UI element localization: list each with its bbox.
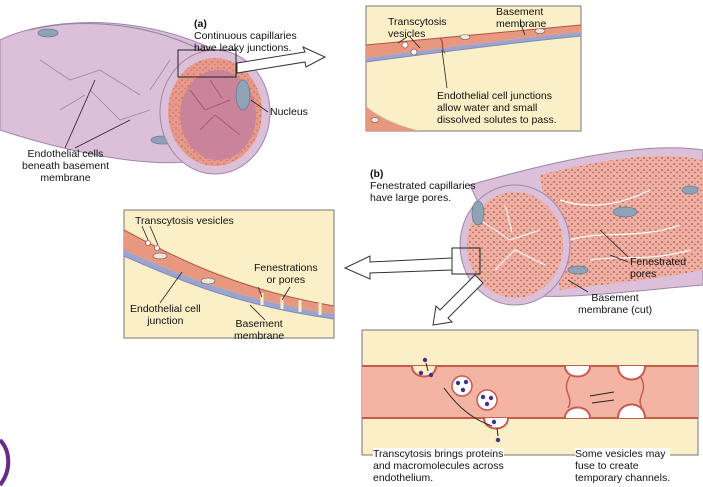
part-b-title: (b) Fenestrated capillaries have large p…: [370, 156, 476, 204]
part-b-letter: (b): [370, 168, 383, 180]
nucleus-shape: [472, 201, 484, 225]
outer-cell-nucleus: [613, 207, 637, 217]
inset-a-transcytosis-label: Transcytosis vesicles: [388, 16, 447, 40]
callout-arrow-b-down: [433, 275, 483, 325]
transcytosis-detail: [362, 330, 698, 455]
inset-a-basement-label: Basement membrane: [496, 6, 546, 30]
vesicle: [452, 376, 472, 396]
part-a-letter: (a): [194, 18, 207, 30]
inset-b-basement-label: Basement membrane: [234, 318, 284, 342]
inset-a-junction-note: Endothelial cell junctions allow water a…: [437, 90, 557, 126]
transcytosis-note: Transcytosis brings proteins and macromo…: [373, 448, 504, 484]
outer-cell-nucleus: [682, 186, 698, 194]
nucleus-label: Nucleus: [270, 106, 308, 118]
basement-membrane-cut-label: Basement membrane (cut): [578, 292, 652, 316]
fenestrated-pores-label: Fenestrated pores: [630, 256, 686, 280]
callout-arrow-b-left: [345, 256, 452, 279]
endothelial-cells-label: Endothelial cells beneath basement membr…: [22, 148, 109, 184]
part-a-title-text: Continuous capillaries have leaky juncti…: [194, 30, 297, 54]
part-b-title-text: Fenestrated capillaries have large pores…: [370, 180, 476, 204]
vesicles-note: Some vesicles may fuse to create tempora…: [575, 448, 670, 484]
inset-b-transcytosis-label: Transcytosis vesicles: [135, 215, 234, 227]
vesicle: [477, 390, 497, 410]
outer-cell-nucleus: [568, 266, 588, 274]
nucleus-shape: [236, 80, 250, 110]
purple-arc: [0, 440, 8, 485]
inset-b-junction-label: Endothelial cell junction: [130, 303, 201, 327]
inset-b-fenestrations-label: Fenestrations or pores: [254, 262, 318, 286]
fenestrated-capillary-vessel: [452, 148, 703, 305]
outer-cell-nucleus: [38, 29, 58, 37]
part-a-title: (a) Continuous capillaries have leaky ju…: [194, 6, 297, 54]
